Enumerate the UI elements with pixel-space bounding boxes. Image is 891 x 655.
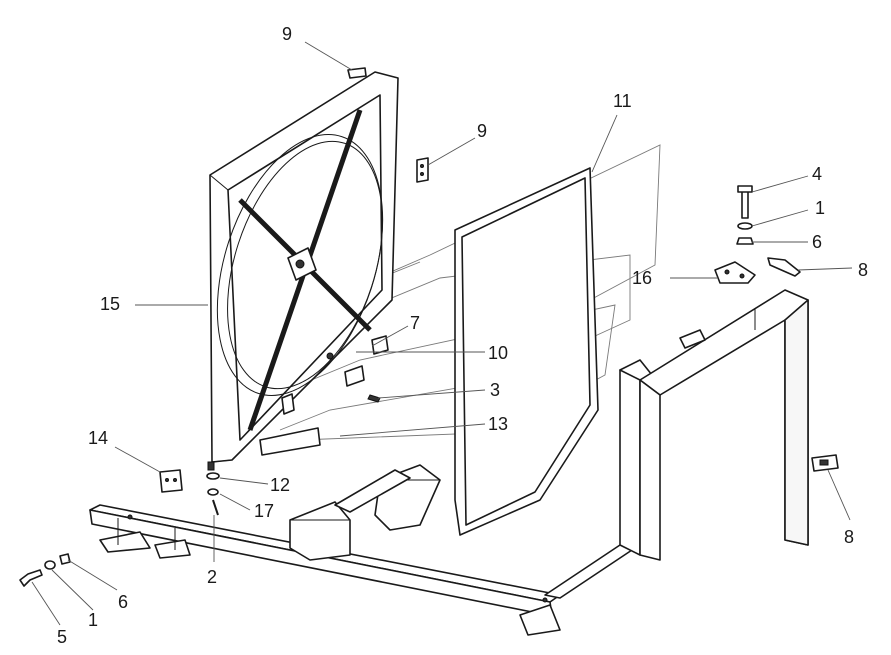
callout-9-top: 9 (282, 24, 292, 44)
callout-15: 15 (100, 294, 120, 314)
shroud-frame (207, 67, 399, 471)
seal-gasket (454, 167, 599, 536)
callout-6-bottom: 6 (118, 592, 128, 612)
brackets-7-10 (326, 335, 389, 403)
clip-8-right (811, 454, 839, 472)
callout-5: 5 (57, 627, 67, 647)
callout-14: 14 (88, 428, 108, 448)
callout-labels: 9 9 11 4 1 6 16 8 15 7 10 3 13 14 12 17 … (57, 24, 868, 647)
clip-8-top (767, 257, 801, 277)
radiator-frame (619, 289, 809, 561)
callout-9-bracket: 9 (477, 121, 487, 141)
bracket-14 (159, 469, 183, 493)
fasteners-bottom-center (206, 472, 220, 516)
callout-17: 17 (254, 501, 274, 521)
callout-2: 2 (207, 567, 217, 587)
callout-8-top: 8 (858, 260, 868, 280)
callout-13: 13 (488, 414, 508, 434)
fasteners-top-right (736, 185, 754, 245)
callout-1-bottom: 1 (88, 610, 98, 630)
callout-7: 7 (410, 313, 420, 333)
bracket-9 (416, 157, 429, 183)
leader-lines (31, 41, 853, 626)
callout-1-top: 1 (815, 198, 825, 218)
callout-16: 16 (632, 268, 652, 288)
callout-6-top: 6 (812, 232, 822, 252)
fasteners-bottom-left (19, 553, 71, 587)
bracket-16 (714, 261, 756, 284)
rail-brackets (289, 464, 441, 561)
callout-8-right: 8 (844, 527, 854, 547)
base-rail (89, 504, 636, 636)
callout-3: 3 (490, 380, 500, 400)
callout-4: 4 (812, 164, 822, 184)
callout-11: 11 (613, 91, 632, 111)
callout-10: 10 (488, 343, 508, 363)
callout-12: 12 (270, 475, 290, 495)
